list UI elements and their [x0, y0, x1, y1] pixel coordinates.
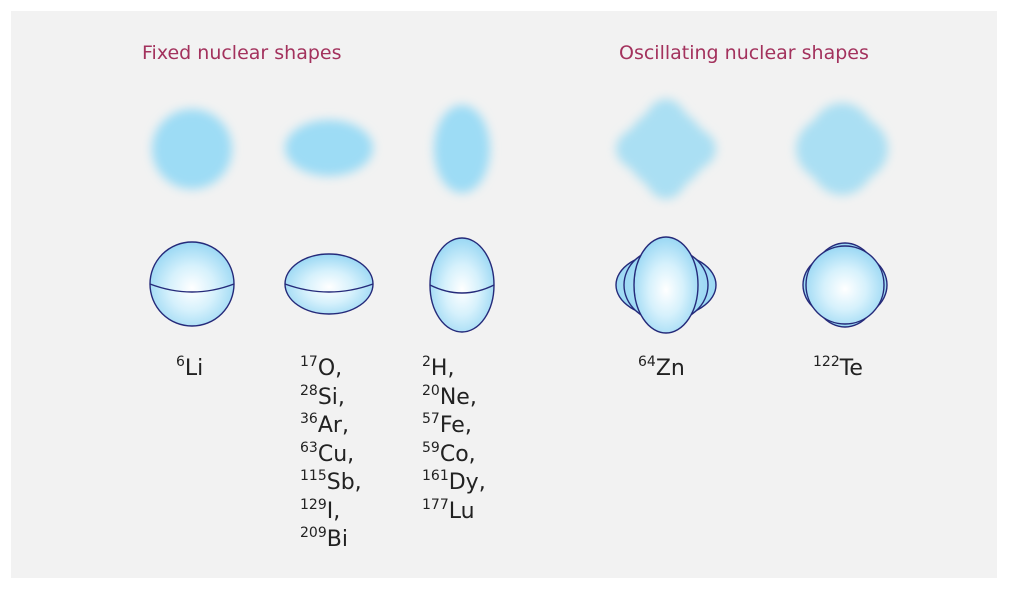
- isotope-label: 57Fe,: [422, 412, 486, 441]
- separator: ,: [341, 413, 349, 438]
- blurred-hexadecapole: [796, 103, 888, 195]
- mass-number: 161: [422, 468, 449, 484]
- mass-number: 209: [300, 525, 327, 541]
- fixed-shapes-heading: Fixed nuclear shapes: [142, 42, 342, 64]
- element-symbol: Li: [184, 356, 204, 381]
- element-symbol: O: [317, 356, 336, 381]
- isotope-label: 59Co,: [422, 441, 486, 470]
- mass-number: 28: [300, 382, 318, 399]
- isotope-label: 161Dy,: [422, 469, 486, 498]
- isotope-label: 6Li: [176, 355, 203, 384]
- blurred-prolate: [434, 105, 490, 193]
- mass-number: 6: [176, 354, 185, 370]
- mass-number: 115: [300, 468, 327, 484]
- separator: ,: [354, 470, 362, 495]
- separator: ,: [337, 384, 345, 410]
- isotope-label: 209Bi: [300, 526, 362, 555]
- mass-number: 2: [422, 354, 431, 370]
- separator: ,: [447, 356, 455, 381]
- separator: ,: [469, 384, 477, 410]
- isotope-label: 115Sb,: [300, 469, 362, 498]
- hexadecapole-shape: [802, 242, 888, 328]
- separator: ,: [468, 441, 476, 467]
- separator: ,: [464, 413, 472, 438]
- isotope-list-hexadecapole: 122Te: [813, 355, 863, 384]
- element-symbol: Fe: [439, 413, 465, 438]
- isotope-label: 129I,: [300, 498, 362, 527]
- element-symbol: Lu: [448, 498, 475, 524]
- mass-number: 63: [300, 439, 318, 456]
- blurred-oblate: [285, 120, 373, 176]
- mass-number: 57: [422, 411, 440, 427]
- element-symbol: Co: [439, 441, 469, 467]
- isotope-label: 17O,: [300, 355, 362, 384]
- separator: ,: [478, 470, 486, 495]
- element-symbol: Ne: [439, 384, 470, 410]
- blurred-shapes-row: [152, 99, 888, 199]
- element-symbol: Ar: [317, 413, 342, 438]
- isotope-list-sphere: 6Li: [176, 355, 203, 384]
- isotope-label: 177Lu: [422, 498, 486, 527]
- blurred-octupole: [616, 99, 716, 199]
- element-symbol: Dy: [448, 470, 479, 495]
- separator: ,: [333, 498, 341, 524]
- mass-number: 122: [813, 354, 840, 370]
- element-symbol: Sb: [326, 470, 355, 495]
- isotope-label: 36Ar,: [300, 412, 362, 441]
- element-symbol: Zn: [655, 356, 685, 381]
- mass-number: 17: [300, 354, 318, 370]
- blurred-sphere: [152, 109, 232, 189]
- isotope-label: 63Cu,: [300, 441, 362, 470]
- isotope-label: 28Si,: [300, 384, 362, 413]
- sphere-shape: [149, 241, 235, 327]
- octupole-shape: [615, 236, 717, 334]
- mass-number: 177: [422, 496, 449, 513]
- element-symbol: Cu: [317, 441, 348, 467]
- isotope-list-oblate: 17O,28Si,36Ar,63Cu,115Sb,129I,209Bi: [300, 355, 362, 555]
- prolate-shape: [429, 237, 495, 333]
- mass-number: 64: [638, 354, 656, 370]
- isotope-list-prolate: 2H,20Ne,57Fe,59Co,161Dy,177Lu: [422, 355, 486, 526]
- mass-number: 36: [300, 411, 318, 427]
- isotope-label: 2H,: [422, 355, 486, 384]
- element-symbol: Te: [839, 356, 863, 381]
- element-symbol: Bi: [326, 527, 348, 552]
- outlined-shapes-row: [149, 236, 888, 334]
- isotope-label: 20Ne,: [422, 384, 486, 413]
- isotope-list-octupole: 64Zn: [638, 355, 685, 384]
- element-symbol: H: [430, 356, 448, 381]
- separator: ,: [347, 441, 355, 467]
- mass-number: 20: [422, 382, 440, 399]
- element-symbol: Si: [317, 384, 338, 410]
- oblate-shape: [284, 253, 374, 315]
- isotope-label: 64Zn: [638, 355, 685, 384]
- mass-number: 59: [422, 439, 440, 456]
- separator: ,: [335, 356, 343, 381]
- oscillating-shapes-heading: Oscillating nuclear shapes: [619, 42, 869, 64]
- mass-number: 129: [300, 496, 327, 513]
- element-symbol: I: [326, 498, 334, 524]
- isotope-label: 122Te: [813, 355, 863, 384]
